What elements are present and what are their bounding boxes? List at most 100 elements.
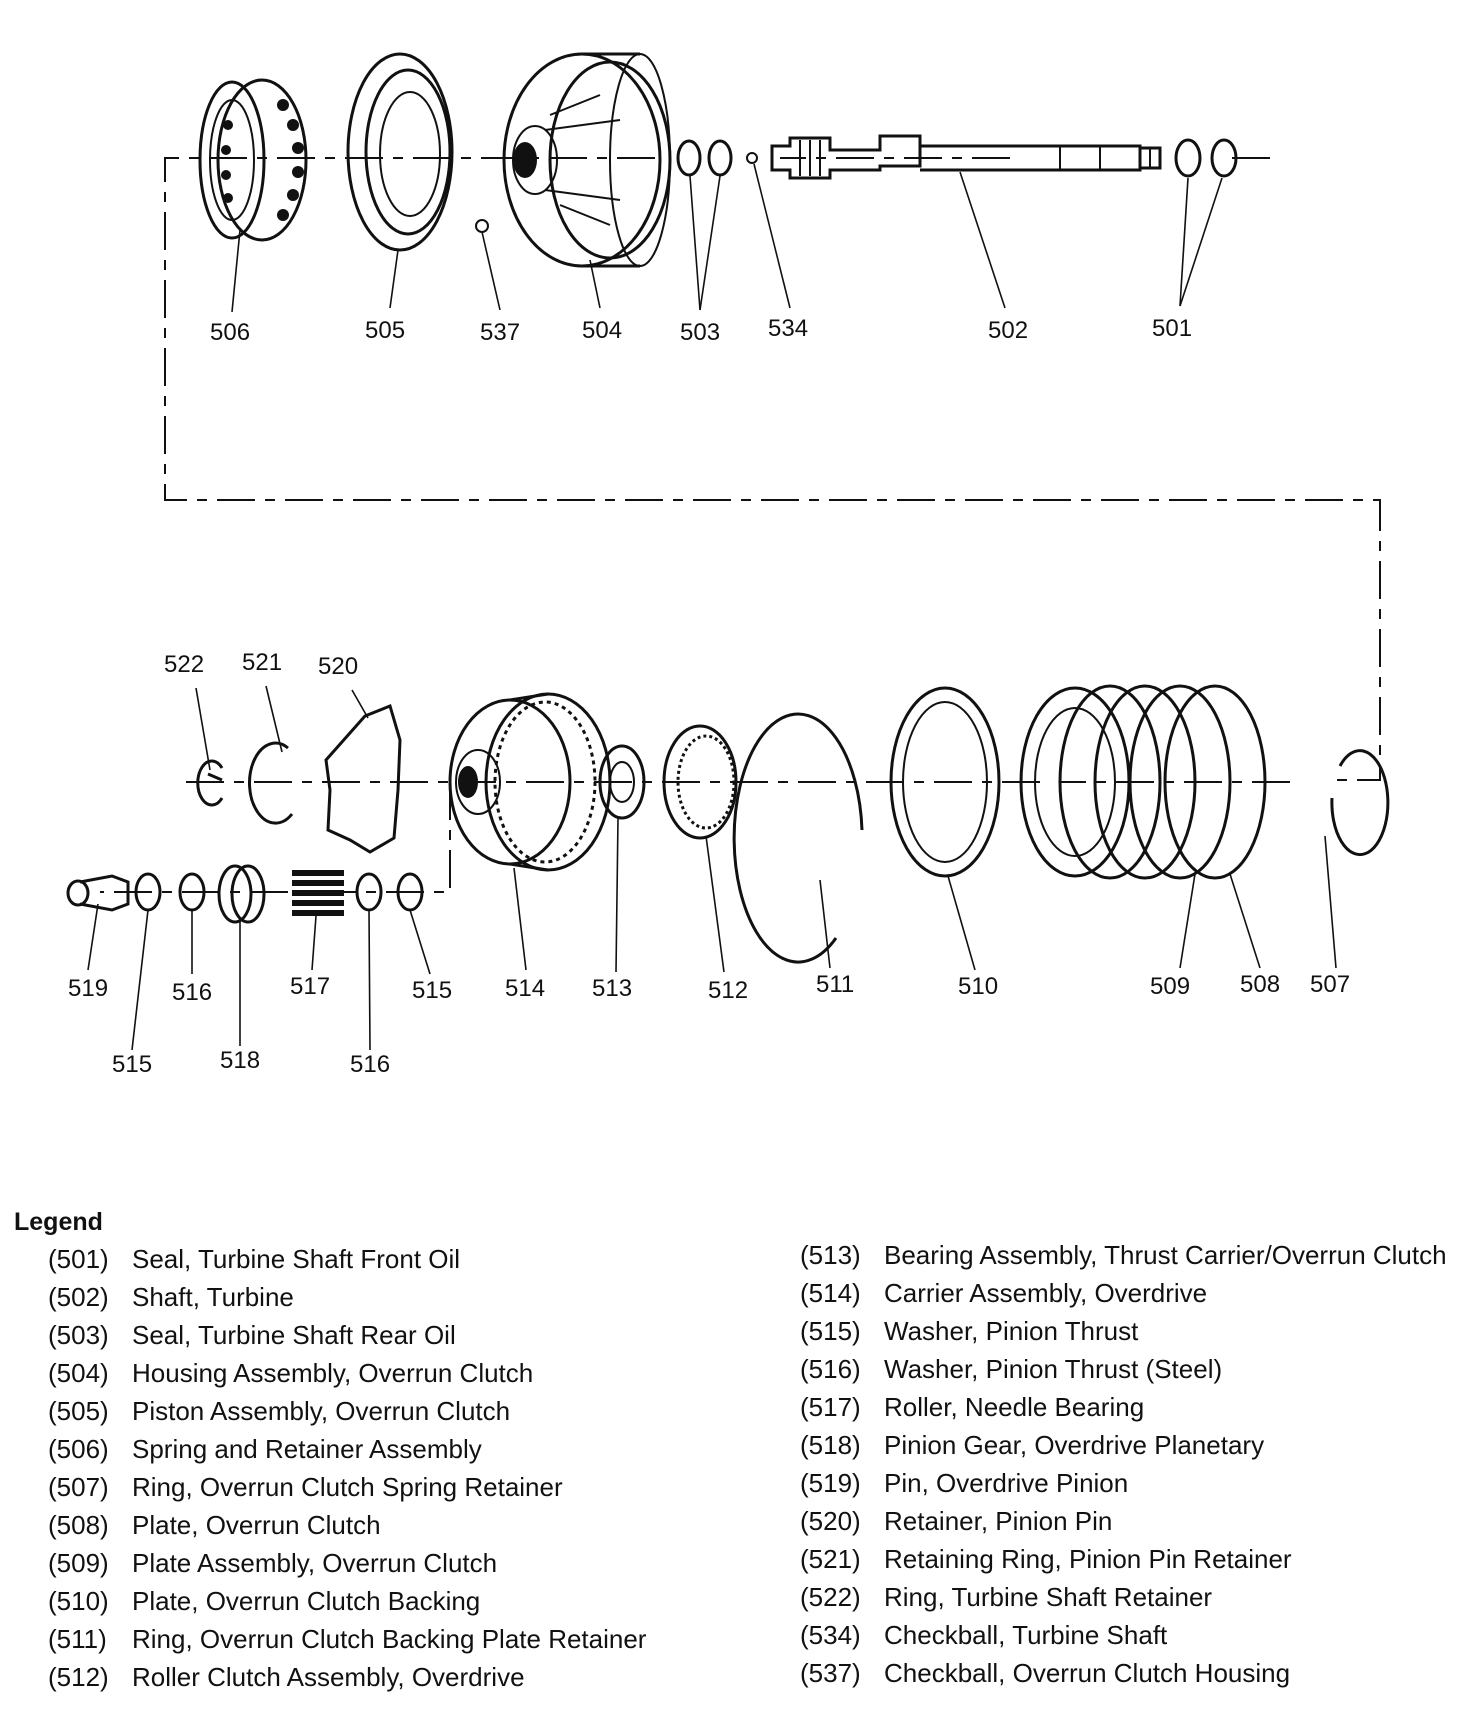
checkball-537 — [475, 219, 489, 233]
overdrive-planetary-pinion-gear-518 — [217, 864, 266, 924]
overdrive-roller-clutch-assembly-512 — [662, 724, 738, 840]
pinion-axis-line — [100, 782, 451, 893]
legend-item: (514)Carrier Assembly, Overdrive — [800, 1278, 1460, 1309]
legend-item-description: Retainer, Pinion Pin — [884, 1506, 1113, 1536]
backing-plate-retainer-ring-511 — [732, 712, 864, 964]
legend-item-description: Plate, Overrun Clutch Backing — [132, 1586, 481, 1616]
legend-item: (507) Ring, Overrun Clutch Spring Retaine… — [48, 1472, 748, 1503]
callout-518: 518 — [220, 1047, 260, 1074]
turbine-shaft-502 — [770, 134, 1162, 180]
legend-item-number: (505) — [48, 1396, 109, 1426]
legend-item-number: (503) — [48, 1320, 109, 1350]
turbine-shaft-retainer-ring-522 — [196, 759, 224, 807]
legend-item-number: (501) — [48, 1244, 109, 1274]
callout-514: 514 — [505, 975, 545, 1002]
piston-assembly-505 — [346, 52, 454, 252]
callout-521: 521 — [242, 649, 282, 676]
legend-item: (520) Retainer, Pinion Pin — [800, 1506, 1460, 1537]
center-axis-line — [164, 157, 1381, 781]
legend-item: (505) Piston Assembly, Overrun Clutch — [48, 1396, 748, 1427]
thrust-bearing-assembly-513 — [598, 744, 646, 820]
legend-item: (512) Roller Clutch Assembly, Overdrive — [48, 1662, 748, 1693]
legend-item: (504) Housing Assembly, Overrun Clutch — [48, 1358, 748, 1389]
overrun-clutch-plates-509-508 — [1019, 684, 1267, 880]
callout-513: 513 — [592, 975, 632, 1002]
callout-509: 509 — [1150, 973, 1190, 1000]
legend-column-left: (501) Seal, Turbine Shaft Front Oil (502)S… — [48, 1244, 748, 1700]
legend-item: (516)Washer, Pinion Thrust (Steel) — [800, 1354, 1460, 1385]
legend-item: (508)Plate, Overrun Clutch — [48, 1510, 748, 1541]
legend-item: (511)Ring, Overrun Clutch Backing Plate … — [48, 1624, 748, 1655]
legend-item-description: Checkball, Overrun Clutch Housing — [884, 1658, 1291, 1688]
legend-item-number: (522) — [800, 1582, 861, 1612]
legend-item-description: Washer, Pinion Thrust — [884, 1316, 1139, 1346]
legend-title: Legend — [14, 1208, 103, 1236]
housing-assembly-504 — [502, 52, 672, 268]
legend-item-description: Piston Assembly, Overrun Clutch — [132, 1396, 511, 1426]
legend-item: (515) Washer, Pinion Thrust — [800, 1316, 1460, 1347]
legend-column-right: (513) Bearing Assembly, Thrust Carrier/Ov… — [800, 1240, 1460, 1696]
legend-item-number: (534) — [800, 1620, 861, 1650]
callout-508: 508 — [1240, 971, 1280, 998]
callout-522: 522 — [164, 651, 204, 678]
legend-item-number: (537) — [800, 1658, 861, 1688]
legend-item: (501) Seal, Turbine Shaft Front Oil — [48, 1244, 748, 1275]
callout-515b: 515 — [112, 1051, 152, 1078]
legend-item-description: Pin, Overdrive Pinion — [884, 1468, 1129, 1498]
legend-item: (509) Plate Assembly, Overrun Clutch — [48, 1548, 748, 1579]
pinion-pin-retainer-ring-521 — [248, 741, 294, 825]
legend-item: (537) Checkball, Overrun Clutch Housing — [800, 1658, 1460, 1689]
legend-item: (506) Spring and Retainer Assembly — [48, 1434, 748, 1465]
leader-lines — [87, 163, 1337, 1051]
legend-item-number: (514) — [800, 1278, 861, 1308]
legend-item-number: (512) — [48, 1662, 109, 1692]
callout-501: 501 — [1152, 315, 1192, 342]
callout-517: 517 — [290, 973, 330, 1000]
legend-item-description: Plate Assembly, Overrun Clutch — [132, 1548, 498, 1578]
legend-item-number: (517) — [800, 1392, 861, 1422]
legend-item: (503) Seal, Turbine Shaft Rear Oil — [48, 1320, 748, 1351]
legend-item-description: Spring and Retainer Assembly — [132, 1434, 482, 1464]
callout-510: 510 — [958, 973, 998, 1000]
legend-item-description: Seal, Turbine Shaft Front Oil — [132, 1244, 461, 1274]
callout-503: 503 — [680, 319, 720, 346]
callout-labels: 506 505 537 504 503 534 502 501 522 521 … — [68, 315, 1350, 1078]
legend-item-number: (513) — [800, 1240, 861, 1270]
legend-item-number: (511) — [48, 1624, 107, 1654]
legend-item: (513) Bearing Assembly, Thrust Carrier/Ov… — [800, 1240, 1460, 1271]
legend-item-number: (521) — [800, 1544, 861, 1574]
callout-512: 512 — [708, 977, 748, 1004]
legend-item-number: (509) — [48, 1548, 109, 1578]
legend-item-description: Ring, Overrun Clutch Spring Retainer — [132, 1472, 563, 1502]
legend-item-description: Roller Clutch Assembly, Overdrive — [132, 1662, 525, 1692]
legend-item-number: (516) — [800, 1354, 861, 1384]
legend-item-number: (518) — [800, 1430, 861, 1460]
legend-item-description: Pinion Gear, Overdrive Planetary — [884, 1430, 1265, 1460]
legend-item: (502)Shaft, Turbine — [48, 1282, 748, 1313]
spring-retainer-assembly-506 — [198, 78, 308, 242]
legend-item-description: Bearing Assembly, Thrust Carrier/Overrun… — [884, 1240, 1447, 1270]
legend-item: (519)Pin, Overdrive Pinion — [800, 1468, 1460, 1499]
checkball-534 — [746, 152, 758, 164]
legend-item-description: Checkball, Turbine Shaft — [884, 1620, 1168, 1650]
callout-516a: 516 — [172, 979, 212, 1006]
legend-item-description: Housing Assembly, Overrun Clutch — [132, 1358, 534, 1388]
legend-item-description: Ring, Turbine Shaft Retainer — [884, 1582, 1213, 1612]
callout-520: 520 — [318, 653, 358, 680]
callout-537: 537 — [480, 319, 520, 346]
legend-item-number: (520) — [800, 1506, 861, 1536]
legend-item: (521) Retaining Ring, Pinion Pin Retainer — [800, 1544, 1460, 1575]
legend-item-number: (510) — [48, 1586, 109, 1616]
legend-item-description: Retaining Ring, Pinion Pin Retainer — [884, 1544, 1292, 1574]
spring-retainer-ring-507 — [1330, 749, 1390, 857]
legend-item-number: (504) — [48, 1358, 109, 1388]
callout-502: 502 — [988, 317, 1028, 344]
legend-item-number: (515) — [800, 1316, 861, 1346]
legend-item-description: Shaft, Turbine — [132, 1282, 294, 1312]
overrun-clutch-backing-plate-510 — [889, 686, 1001, 878]
legend-item-number: (507) — [48, 1472, 109, 1502]
legend-item: (534) Checkball, Turbine Shaft — [800, 1620, 1460, 1651]
legend-item-description: Seal, Turbine Shaft Rear Oil — [132, 1320, 456, 1350]
legend-item: (518) Pinion Gear, Overdrive Planetary — [800, 1430, 1460, 1461]
legend-item-number: (506) — [48, 1434, 109, 1464]
